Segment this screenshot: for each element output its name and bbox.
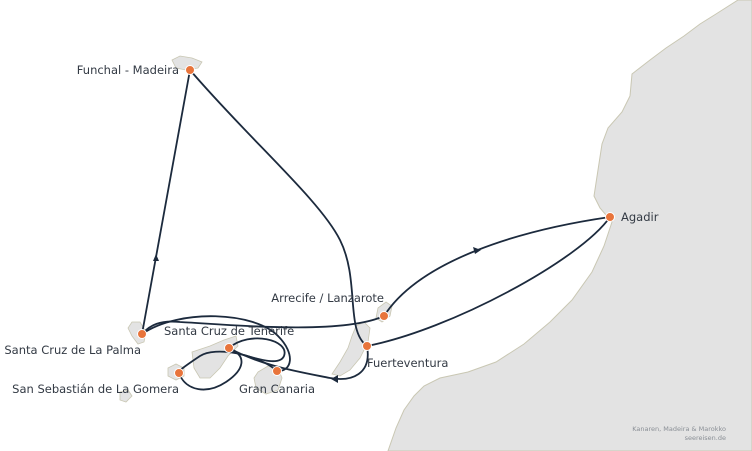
island-el-hierro	[119, 389, 133, 403]
port-label-gomera: San Sebastián de La Gomera	[12, 382, 179, 396]
map-credit-title: Kanaren, Madeira & Marokko	[632, 425, 726, 433]
port-label-funchal: Funchal - Madeira	[77, 63, 179, 77]
arrow-right-icon	[473, 247, 481, 254]
port-label-arrecife: Arrecife / Lanzarote	[271, 291, 384, 305]
port-markers	[137, 65, 615, 378]
route-tenerife-loop	[228, 337, 286, 362]
port-label-fuerteventura: Fuerteventura	[367, 356, 448, 370]
route-funchal-to-fuerteventura	[189, 69, 368, 347]
route-arrecife-to-la-palma	[141, 315, 385, 335]
port-marker-agadir	[605, 212, 615, 222]
route-loop-west	[141, 315, 291, 372]
port-marker-la-palma	[137, 329, 147, 339]
port-marker-gomera	[174, 368, 184, 378]
port-label-tenerife: Santa Cruz de Tenerife	[164, 324, 294, 338]
route-arrows	[153, 247, 481, 383]
island-fuerteventura	[331, 321, 371, 377]
port-label-gran-canaria: Gran Canaria	[239, 382, 315, 396]
port-label-la-palma: Santa Cruz de La Palma	[4, 343, 141, 357]
port-marker-funchal	[185, 65, 195, 75]
port-marker-tenerife	[224, 343, 234, 353]
route-fuerteventura-to-agadir	[366, 216, 611, 347]
route-tenerife-to-fuerteventura	[228, 345, 369, 380]
port-marker-gran-canaria	[272, 366, 282, 376]
island-madeira	[171, 55, 203, 71]
mainland-africa	[387, 0, 752, 451]
port-label-agadir: Agadir	[621, 210, 659, 224]
arrow-left-icon	[331, 375, 338, 383]
port-marker-fuerteventura	[362, 341, 372, 351]
route-la-palma-to-funchal	[141, 69, 191, 335]
map-credit-site: seereisen.de	[685, 434, 726, 442]
port-marker-arrecife	[379, 311, 389, 321]
route-gomera-to-tenerife	[178, 347, 243, 391]
arrow-up-icon	[153, 254, 159, 261]
